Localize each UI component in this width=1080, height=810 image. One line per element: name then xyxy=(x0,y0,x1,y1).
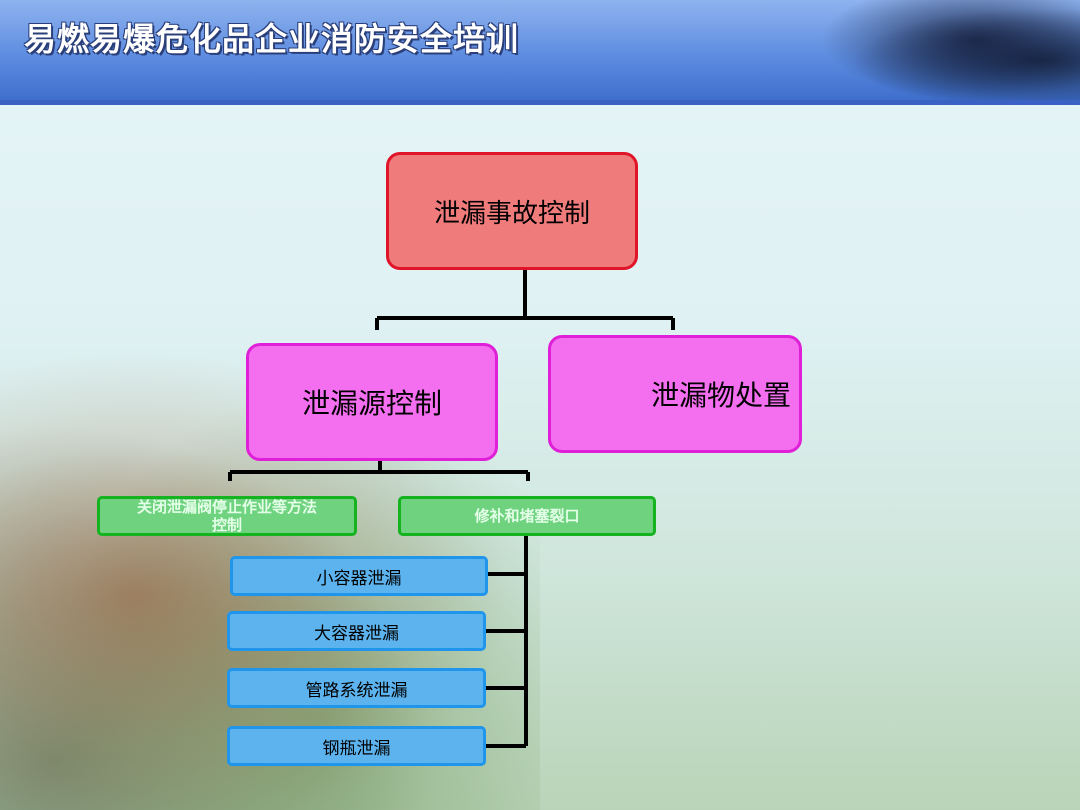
node-large-container-leak: 大容器泄漏 xyxy=(227,611,486,651)
node-leak-source-control: 泄漏源控制 xyxy=(246,343,498,461)
node-leaked-material-disposal: 泄漏物处置 xyxy=(548,335,802,453)
node-repair-plug-crack: 修补和堵塞裂口 xyxy=(398,496,656,536)
node-leak-accident-control: 泄漏事故控制 xyxy=(386,152,638,270)
node-close-valve-stop-work: 关闭泄漏阀停止作业等方法控制 xyxy=(97,496,357,536)
header-firefighters-photo xyxy=(820,0,1080,100)
node-close-valve-label: 关闭泄漏阀停止作业等方法控制 xyxy=(136,498,317,534)
node-pipeline-leak: 管路系统泄漏 xyxy=(227,668,486,708)
header-title: 易燃易爆危化品企业消防安全培训 xyxy=(24,20,520,58)
node-cylinder-leak: 钢瓶泄漏 xyxy=(227,726,486,766)
node-small-container-leak: 小容器泄漏 xyxy=(230,556,488,596)
header-banner: 易燃易爆危化品企业消防安全培训 xyxy=(0,0,1080,105)
